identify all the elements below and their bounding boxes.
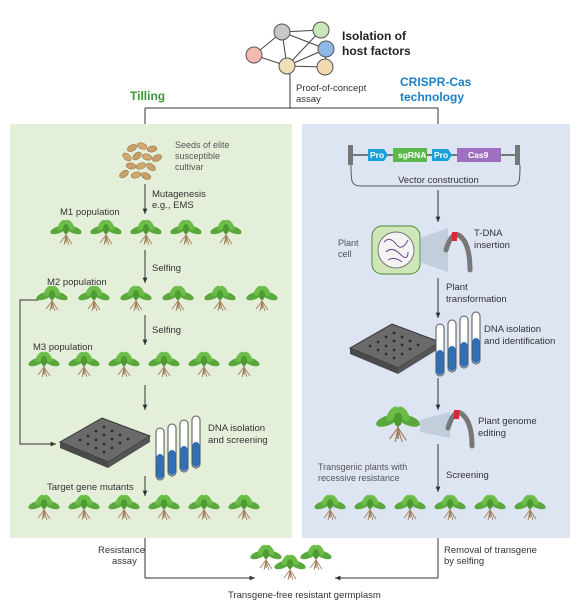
crispr-title-line2: technology	[400, 90, 464, 104]
seeds-line3: cultivar	[175, 162, 204, 172]
tilling-dna-plate	[58, 417, 152, 468]
m2-label: M2 population	[47, 277, 107, 288]
pro2-label: Pro	[434, 150, 448, 160]
transform-line1: Plant	[446, 282, 468, 293]
transgenic-line1: Transgenic plants with	[318, 462, 407, 472]
node-tan	[278, 57, 296, 75]
node-blue	[317, 40, 335, 58]
node-peach	[316, 58, 334, 76]
transform-line2: transformation	[446, 294, 507, 305]
crispr-dna-line1: DNA isolation	[484, 324, 541, 335]
plant-cell-line1: Plant	[338, 238, 359, 248]
tilling-title: Tilling	[130, 89, 165, 103]
selfing1-label: Selfing	[152, 263, 181, 274]
genome-editing-plant	[373, 403, 475, 449]
transgenic-line2: recessive resistance	[318, 473, 400, 483]
resistance-line1: Resistance	[98, 545, 145, 556]
sgrna-block	[393, 148, 427, 162]
m1-label: M1 population	[60, 207, 120, 218]
mutagenesis-line2: e.g., EMS	[152, 200, 194, 211]
tilling-dna-line2: and screening	[208, 435, 268, 446]
tilling-panel	[10, 124, 292, 538]
editing-line2: editing	[478, 428, 506, 439]
plant-cell	[371, 225, 448, 275]
cas9-label: Cas9	[468, 150, 489, 160]
selfing2-label: Selfing	[152, 325, 181, 336]
node-gray	[273, 23, 291, 41]
removal-line1: Removal of transgene	[444, 545, 537, 556]
node-green	[312, 21, 330, 39]
seeds-line1: Seeds of elite	[175, 140, 230, 150]
screening-label: Screening	[446, 470, 489, 481]
cas9-block	[457, 148, 501, 162]
crispr-dna-line2: and identification	[484, 336, 555, 347]
editing-line1: Plant genome	[478, 416, 537, 427]
target-mutants-label: Target gene mutants	[47, 482, 134, 493]
sgrna-label: sgRNA	[398, 150, 426, 160]
tdna-vector	[443, 232, 473, 273]
final-plants	[248, 542, 334, 581]
tdna-line1: T-DNA	[474, 228, 503, 239]
tilling-dna-line1: DNA isolation	[208, 423, 265, 434]
seeds-cluster	[119, 142, 162, 180]
pro2-block	[432, 149, 452, 161]
crispr-title-line1: CRISPR-Cas	[400, 75, 472, 89]
germplasm-label: Transgene-free resistant germplasm	[228, 590, 381, 601]
pro1-label: Pro	[370, 150, 384, 160]
title-line2: host factors	[342, 44, 411, 58]
host-factor-network	[245, 21, 335, 76]
node-red	[245, 46, 263, 64]
assay-line2: assay	[296, 94, 321, 105]
tdna-line2: insertion	[474, 240, 510, 251]
mutagenesis-line1: Mutagenesis	[152, 189, 206, 200]
resistance-line2: assay	[112, 556, 137, 567]
crispr-dna-plate	[348, 323, 442, 374]
vector-construction-label: Vector construction	[398, 175, 479, 186]
removal-line2: by selfing	[444, 556, 484, 567]
vector-construct	[348, 145, 521, 187]
assay-line1: Proof-of-concept	[296, 83, 367, 94]
plant-cell-line2: cell	[338, 249, 352, 259]
title-line1: Isolation of	[342, 29, 407, 43]
m3-label: M3 population	[33, 342, 93, 353]
seeds-line2: susceptible	[175, 151, 220, 161]
feedback-arrow	[19, 299, 56, 447]
pro1-block	[368, 149, 388, 161]
